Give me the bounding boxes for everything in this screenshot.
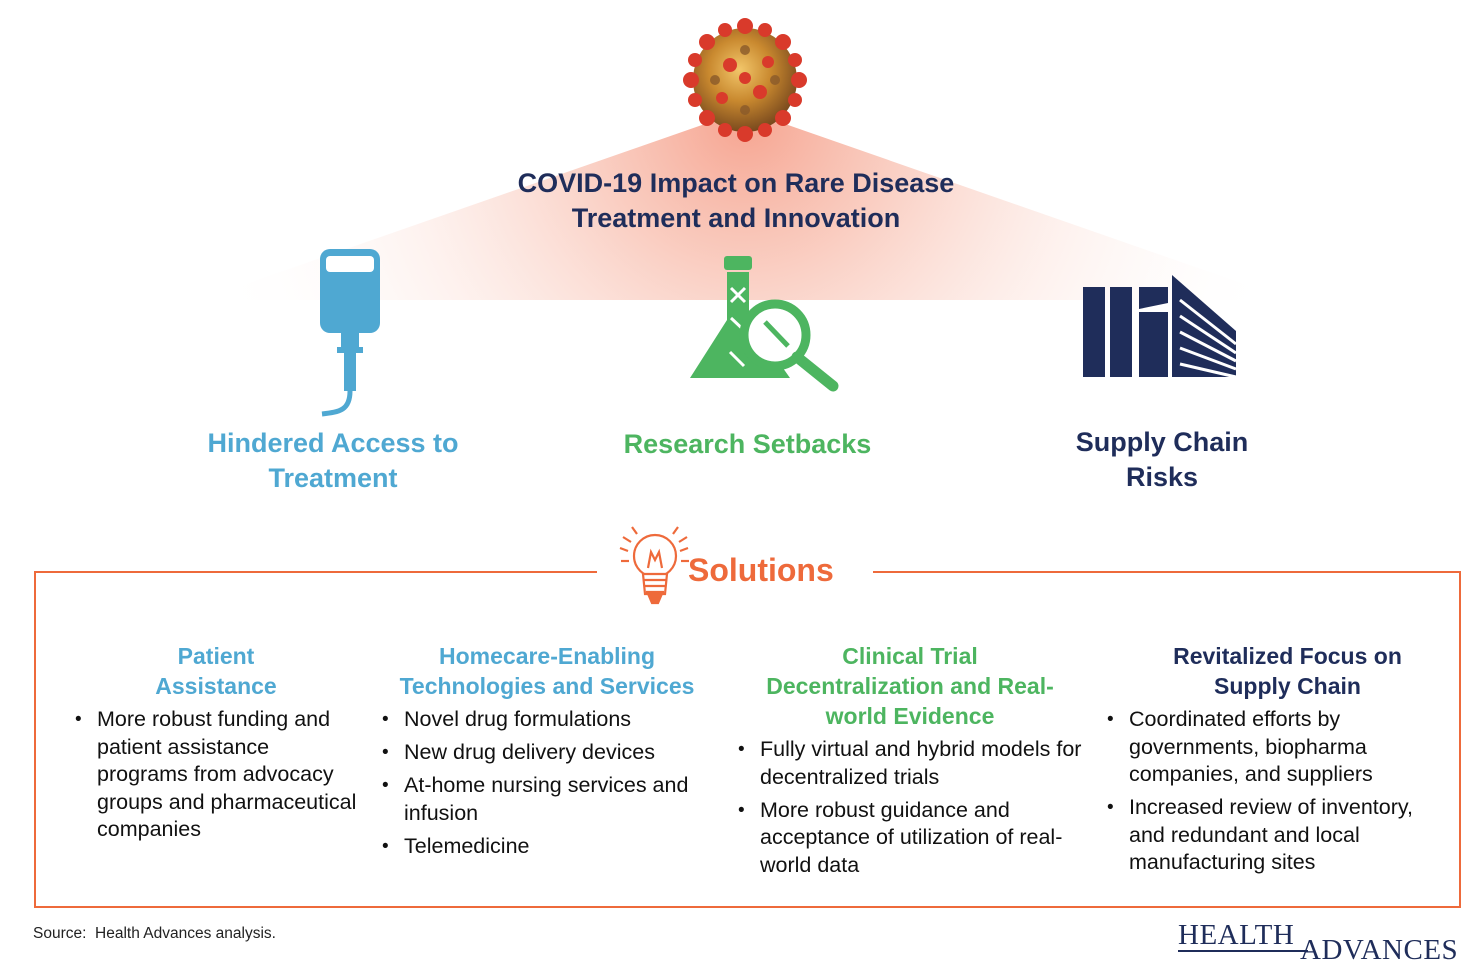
logo-underline: [1178, 950, 1308, 952]
solution-title-line: Supply Chain: [1214, 673, 1361, 699]
solution-title-supply-chain: Revitalized Focus on Supply Chain: [1140, 641, 1435, 701]
category-research-setbacks: Research Setbacks: [575, 427, 920, 462]
building-icon: [1083, 275, 1237, 379]
solution-title-homecare: Homecare-Enabling Technologies and Servi…: [377, 641, 717, 701]
main-title-line1: COVID-19 Impact on Rare Disease: [517, 168, 955, 198]
solution-title-patient-assistance: Patient Assistance: [85, 641, 347, 701]
category-label-line2: Risks: [1125, 462, 1199, 492]
iv-bag-icon: [320, 249, 380, 417]
virus-icon: [683, 18, 807, 142]
solution-title-line: Clinical Trial: [842, 643, 978, 669]
solution-bullets-patient-assistance: More robust funding and patient assistan…: [75, 706, 365, 849]
bullet-item: Coordinated efforts by governments, biop…: [1107, 706, 1452, 789]
bullet-item: Telemedicine: [382, 833, 722, 861]
flask-magnifier-icon: [690, 256, 839, 392]
source-note: Source: Health Advances analysis.: [33, 925, 276, 942]
logo-health-text: HEALTH: [1178, 919, 1295, 951]
category-label-line1: Research Setbacks: [623, 429, 872, 459]
category-supply-chain-risks: Supply Chain Risks: [1012, 425, 1312, 495]
main-title: COVID-19 Impact on Rare Disease Treatmen…: [436, 166, 1036, 236]
category-label-line2: Treatment: [268, 463, 398, 493]
bullet-item: More robust funding and patient assistan…: [75, 706, 365, 844]
solution-bullets-clinical-trial: Fully virtual and hybrid models for dece…: [738, 736, 1088, 885]
category-label-line1: Hindered Access to: [207, 428, 459, 458]
bullet-item: More robust guidance and acceptance of u…: [738, 797, 1088, 880]
bullet-item: Increased review of inventory, and redun…: [1107, 794, 1452, 877]
solution-title-line: Revitalized Focus on: [1173, 643, 1402, 669]
logo-advances-text: ADVANCES: [1300, 934, 1459, 966]
solution-bullets-supply-chain: Coordinated efforts by governments, biop…: [1107, 706, 1452, 882]
solution-title-line: world Evidence: [825, 703, 995, 729]
category-hindered-access: Hindered Access to Treatment: [168, 426, 498, 496]
bullet-item: At-home nursing services and infusion: [382, 772, 722, 827]
solutions-box-border: [34, 571, 1461, 908]
main-title-line2: Treatment and Innovation: [571, 203, 901, 233]
solution-title-line: Homecare-Enabling: [439, 643, 655, 669]
solution-title-line: Technologies and Services: [399, 673, 695, 699]
impact-fan: [200, 110, 1290, 300]
solution-title-clinical-trial: Clinical Trial Decentralization and Real…: [740, 641, 1080, 731]
category-label-line1: Supply Chain: [1075, 427, 1249, 457]
solution-title-line: Patient: [177, 643, 255, 669]
bullet-item: New drug delivery devices: [382, 739, 722, 767]
lightbulb-icon: [619, 526, 689, 605]
bullet-item: Fully virtual and hybrid models for dece…: [738, 736, 1088, 791]
solution-title-line: Assistance: [155, 673, 277, 699]
solution-title-line: Decentralization and Real-: [766, 673, 1054, 699]
solutions-title: Solutions: [688, 552, 834, 588]
solution-bullets-homecare: Novel drug formulations New drug deliver…: [382, 706, 722, 866]
bullet-item: Novel drug formulations: [382, 706, 722, 734]
